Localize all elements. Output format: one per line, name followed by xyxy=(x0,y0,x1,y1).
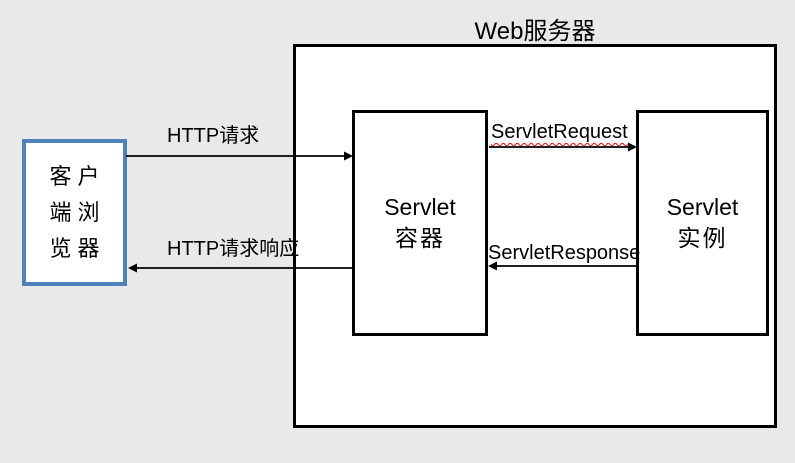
servlet-response-label: ServletResponse xyxy=(488,242,641,264)
servlet-instance-box: Servlet 实例 xyxy=(636,110,769,336)
web-server-title: Web服务器 xyxy=(474,18,596,45)
http-response-label: HTTP请求响应 xyxy=(167,238,300,260)
client-label-line-1: 客户 xyxy=(49,163,106,189)
client-label-line-2: 端浏 xyxy=(49,199,106,225)
servlet-instance-line-1: Servlet xyxy=(666,194,739,220)
servlet-container-box: Servlet 容器 xyxy=(352,110,488,336)
servlet-container-label: Servlet 容器 xyxy=(384,192,456,254)
servlet-instance-label: Servlet 实例 xyxy=(667,192,739,254)
servlet-container-line-1: Servlet xyxy=(384,194,456,220)
servlet-request-label: ServletRequest xyxy=(491,121,628,143)
client-browser-label: 客户 端浏 览器 xyxy=(43,159,105,267)
client-label-line-3: 览器 xyxy=(49,235,106,261)
http-request-label: HTTP请求 xyxy=(167,125,260,147)
servlet-instance-line-2: 实例 xyxy=(677,225,728,251)
client-browser-box: 客户 端浏 览器 xyxy=(22,139,127,286)
servlet-container-line-2: 容器 xyxy=(395,225,445,251)
